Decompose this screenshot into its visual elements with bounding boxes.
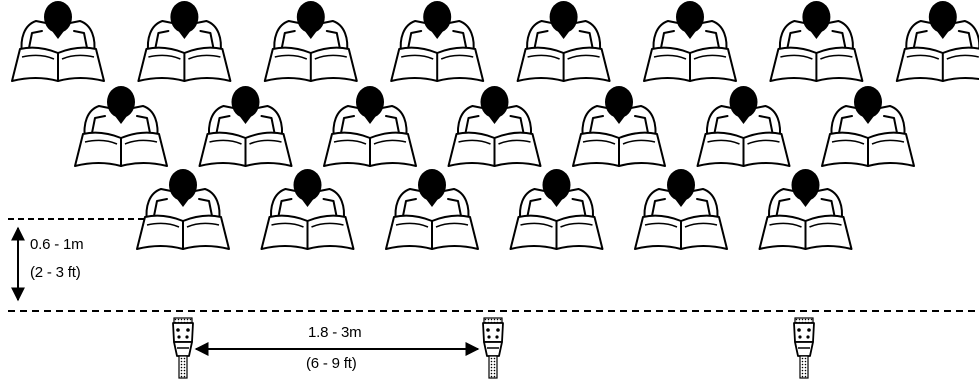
vertical-distance-imperial: (2 - 3 ft) [30, 264, 81, 281]
singer-head [231, 86, 260, 118]
vertical-distance-metric: 0.6 - 1m [30, 236, 84, 253]
singer-12 [447, 86, 542, 167]
singer-16 [136, 169, 230, 250]
singer-11 [323, 86, 417, 167]
singer-head [293, 169, 322, 201]
singer-15 [821, 86, 915, 167]
singer-6 [643, 1, 737, 82]
singer-19 [509, 169, 604, 250]
singer-14 [696, 86, 791, 167]
singer-4 [390, 1, 485, 82]
singer-3 [263, 1, 358, 82]
microphone-2-icon [482, 317, 504, 379]
singer-head [356, 86, 384, 118]
singer-17 [260, 169, 355, 250]
singer-head [44, 1, 72, 33]
singer-head [676, 1, 704, 33]
singer-head [928, 1, 957, 33]
singer-20 [634, 169, 728, 250]
singer-head [729, 86, 758, 118]
microphone-3-icon [793, 317, 815, 379]
singer-head [605, 86, 633, 118]
microphone-1-icon [172, 317, 194, 379]
singer-13 [572, 86, 666, 167]
singer-10 [198, 86, 293, 167]
singer-head [107, 86, 135, 118]
singer-head [549, 1, 578, 33]
singer-head [296, 1, 325, 33]
singer-head [169, 169, 197, 201]
singer-head [480, 86, 509, 118]
mic-spacing-metric: 1.8 - 3m [308, 324, 362, 341]
singer-head [854, 86, 882, 118]
singer-21 [758, 169, 853, 250]
mic-spacing-imperial: (6 - 9 ft) [306, 355, 357, 372]
singer-2 [137, 1, 232, 82]
singer-7 [769, 1, 864, 82]
singer-head [418, 169, 446, 201]
singer-9 [74, 86, 168, 167]
singer-head [170, 1, 199, 33]
microphones [172, 317, 815, 379]
singer-head [542, 169, 571, 201]
singer-5 [516, 1, 611, 82]
singer-8 [895, 1, 979, 82]
singer-head [423, 1, 452, 33]
singer-head [667, 169, 695, 201]
singer-head [802, 1, 831, 33]
singer-18 [385, 169, 479, 250]
choir-singers [11, 1, 979, 250]
singer-head [791, 169, 820, 201]
singer-1 [11, 1, 105, 82]
